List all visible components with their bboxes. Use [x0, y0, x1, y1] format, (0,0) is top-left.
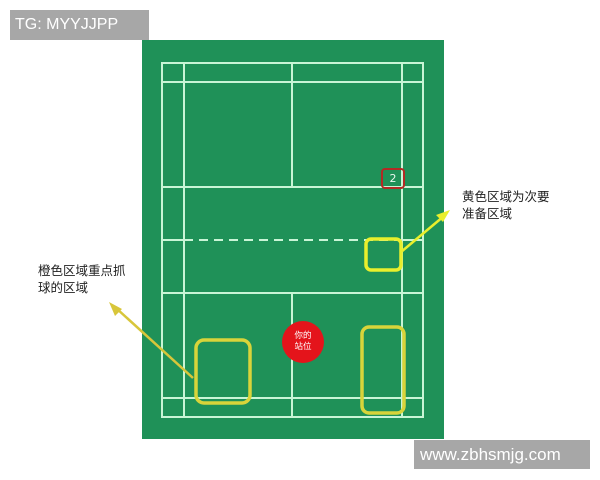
annotation-arrows: [109, 210, 450, 379]
watermark-bottom: www.zbhsmjg.com: [414, 440, 590, 469]
annotation-left: 橙色区域重点抓 球的区域: [38, 262, 138, 296]
secondary-zone-box: [364, 237, 403, 272]
player-marker-line2: 站位: [294, 342, 312, 352]
arrow-head-right-icon: [436, 210, 450, 222]
arrow-head-left-icon: [109, 302, 122, 316]
annotation-right: 黄色区域为次要 准备区域: [462, 188, 562, 222]
player-marker-line1: 你的: [294, 331, 312, 341]
primary-zone-left-box: [194, 338, 252, 405]
opponent-badge: 2: [381, 168, 405, 189]
annotation-left-line2: 球的区域: [38, 280, 89, 295]
annotation-right-line1: 黄色区域为次要: [462, 189, 550, 204]
annotation-left-line1: 橙色区域重点抓: [38, 263, 126, 278]
annotation-right-line2: 准备区域: [462, 206, 513, 221]
watermark-top: TG: MYYJJPP: [10, 10, 149, 40]
court-lines: [161, 62, 424, 418]
player-position-marker: 你的 站位: [282, 321, 324, 363]
highlight-zones: [194, 237, 406, 415]
primary-zone-right-box: [360, 325, 406, 415]
